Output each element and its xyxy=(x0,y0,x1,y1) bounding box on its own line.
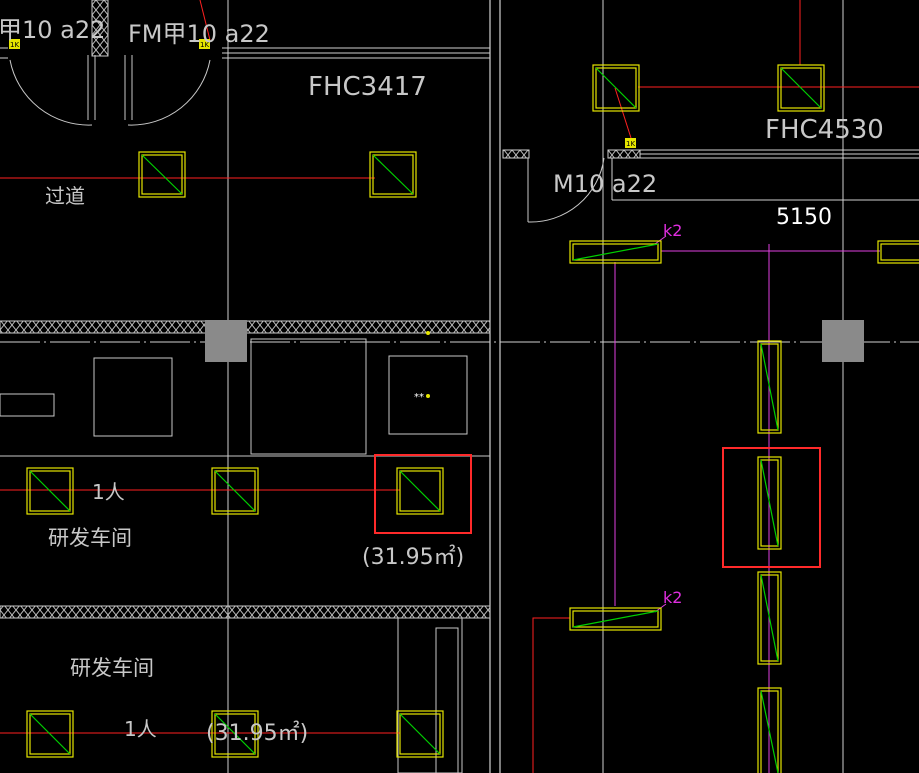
diffuser-mid-a xyxy=(26,467,74,515)
small-markers: ** xyxy=(414,331,430,403)
label-fhc4530: FHC4530 xyxy=(765,115,884,145)
linear-vent-v-4 xyxy=(757,687,782,773)
svg-text:1K: 1K xyxy=(10,41,19,49)
diffuser-mid-b xyxy=(211,467,259,515)
label-area-2: (31.95㎡) xyxy=(206,720,308,746)
label-fm-left: 甲10 a22 xyxy=(0,16,105,44)
linear-vents xyxy=(569,240,919,773)
linear-vent-h-2 xyxy=(877,240,919,264)
label-guodao: 过道 xyxy=(45,184,85,208)
tag-1k-c: 1K xyxy=(625,138,636,148)
diffuser-right-top-a xyxy=(592,64,640,112)
label-k2-top: k2 xyxy=(663,221,682,240)
linear-vent-h-3 xyxy=(569,607,662,631)
diffuser-bottom-c xyxy=(396,710,444,758)
concrete-columns xyxy=(205,320,864,362)
label-m10: M10 a22 xyxy=(553,170,657,198)
svg-text:1K: 1K xyxy=(200,41,209,49)
linear-vent-v-2 xyxy=(757,456,782,550)
diffuser-mid-c xyxy=(396,467,444,515)
diffuser-bottom-b xyxy=(211,710,259,758)
label-k2-bottom: k2 xyxy=(663,588,682,607)
square-diffusers xyxy=(26,64,825,758)
magenta-duct-lines xyxy=(614,235,880,773)
label-room-2: 研发车间 xyxy=(70,656,154,680)
diffuser-right-top-b xyxy=(777,64,825,112)
top-walls xyxy=(0,47,919,201)
diffuser-left-upper-b xyxy=(369,151,417,198)
tag-1k-a: 1K xyxy=(9,39,20,49)
highlight-boxes xyxy=(374,447,821,568)
drawing-labels: 甲10 a22 FM甲10 a22 FHC3417 FHC4530 M10 a2… xyxy=(0,16,884,746)
label-people-1: 1人 xyxy=(92,480,125,504)
main-wall xyxy=(489,0,501,773)
diffuser-bottom-a xyxy=(26,710,74,758)
linear-vent-h-1 xyxy=(569,240,662,264)
svg-text:1K: 1K xyxy=(626,140,635,148)
highlight-box-left xyxy=(374,454,472,534)
highlight-box-right xyxy=(722,447,821,568)
door-swings xyxy=(9,0,605,223)
linear-vent-v-1 xyxy=(757,340,782,434)
label-people-2: 1人 xyxy=(124,717,157,741)
label-fhc3417: FHC3417 xyxy=(308,72,427,102)
label-room-1: 研发车间 xyxy=(48,526,132,550)
label-fm-right: FM甲10 a22 xyxy=(128,20,270,48)
dimension-5150: 5150 xyxy=(776,205,832,230)
tag-markers: 1K 1K 1K xyxy=(9,39,636,148)
diffuser-left-upper-a xyxy=(138,151,186,198)
label-area-1: (31.95㎡) xyxy=(362,544,464,570)
linear-vent-v-3 xyxy=(757,571,782,665)
tag-1k-b: 1K xyxy=(199,39,210,49)
svg-text:**: ** xyxy=(414,392,424,403)
